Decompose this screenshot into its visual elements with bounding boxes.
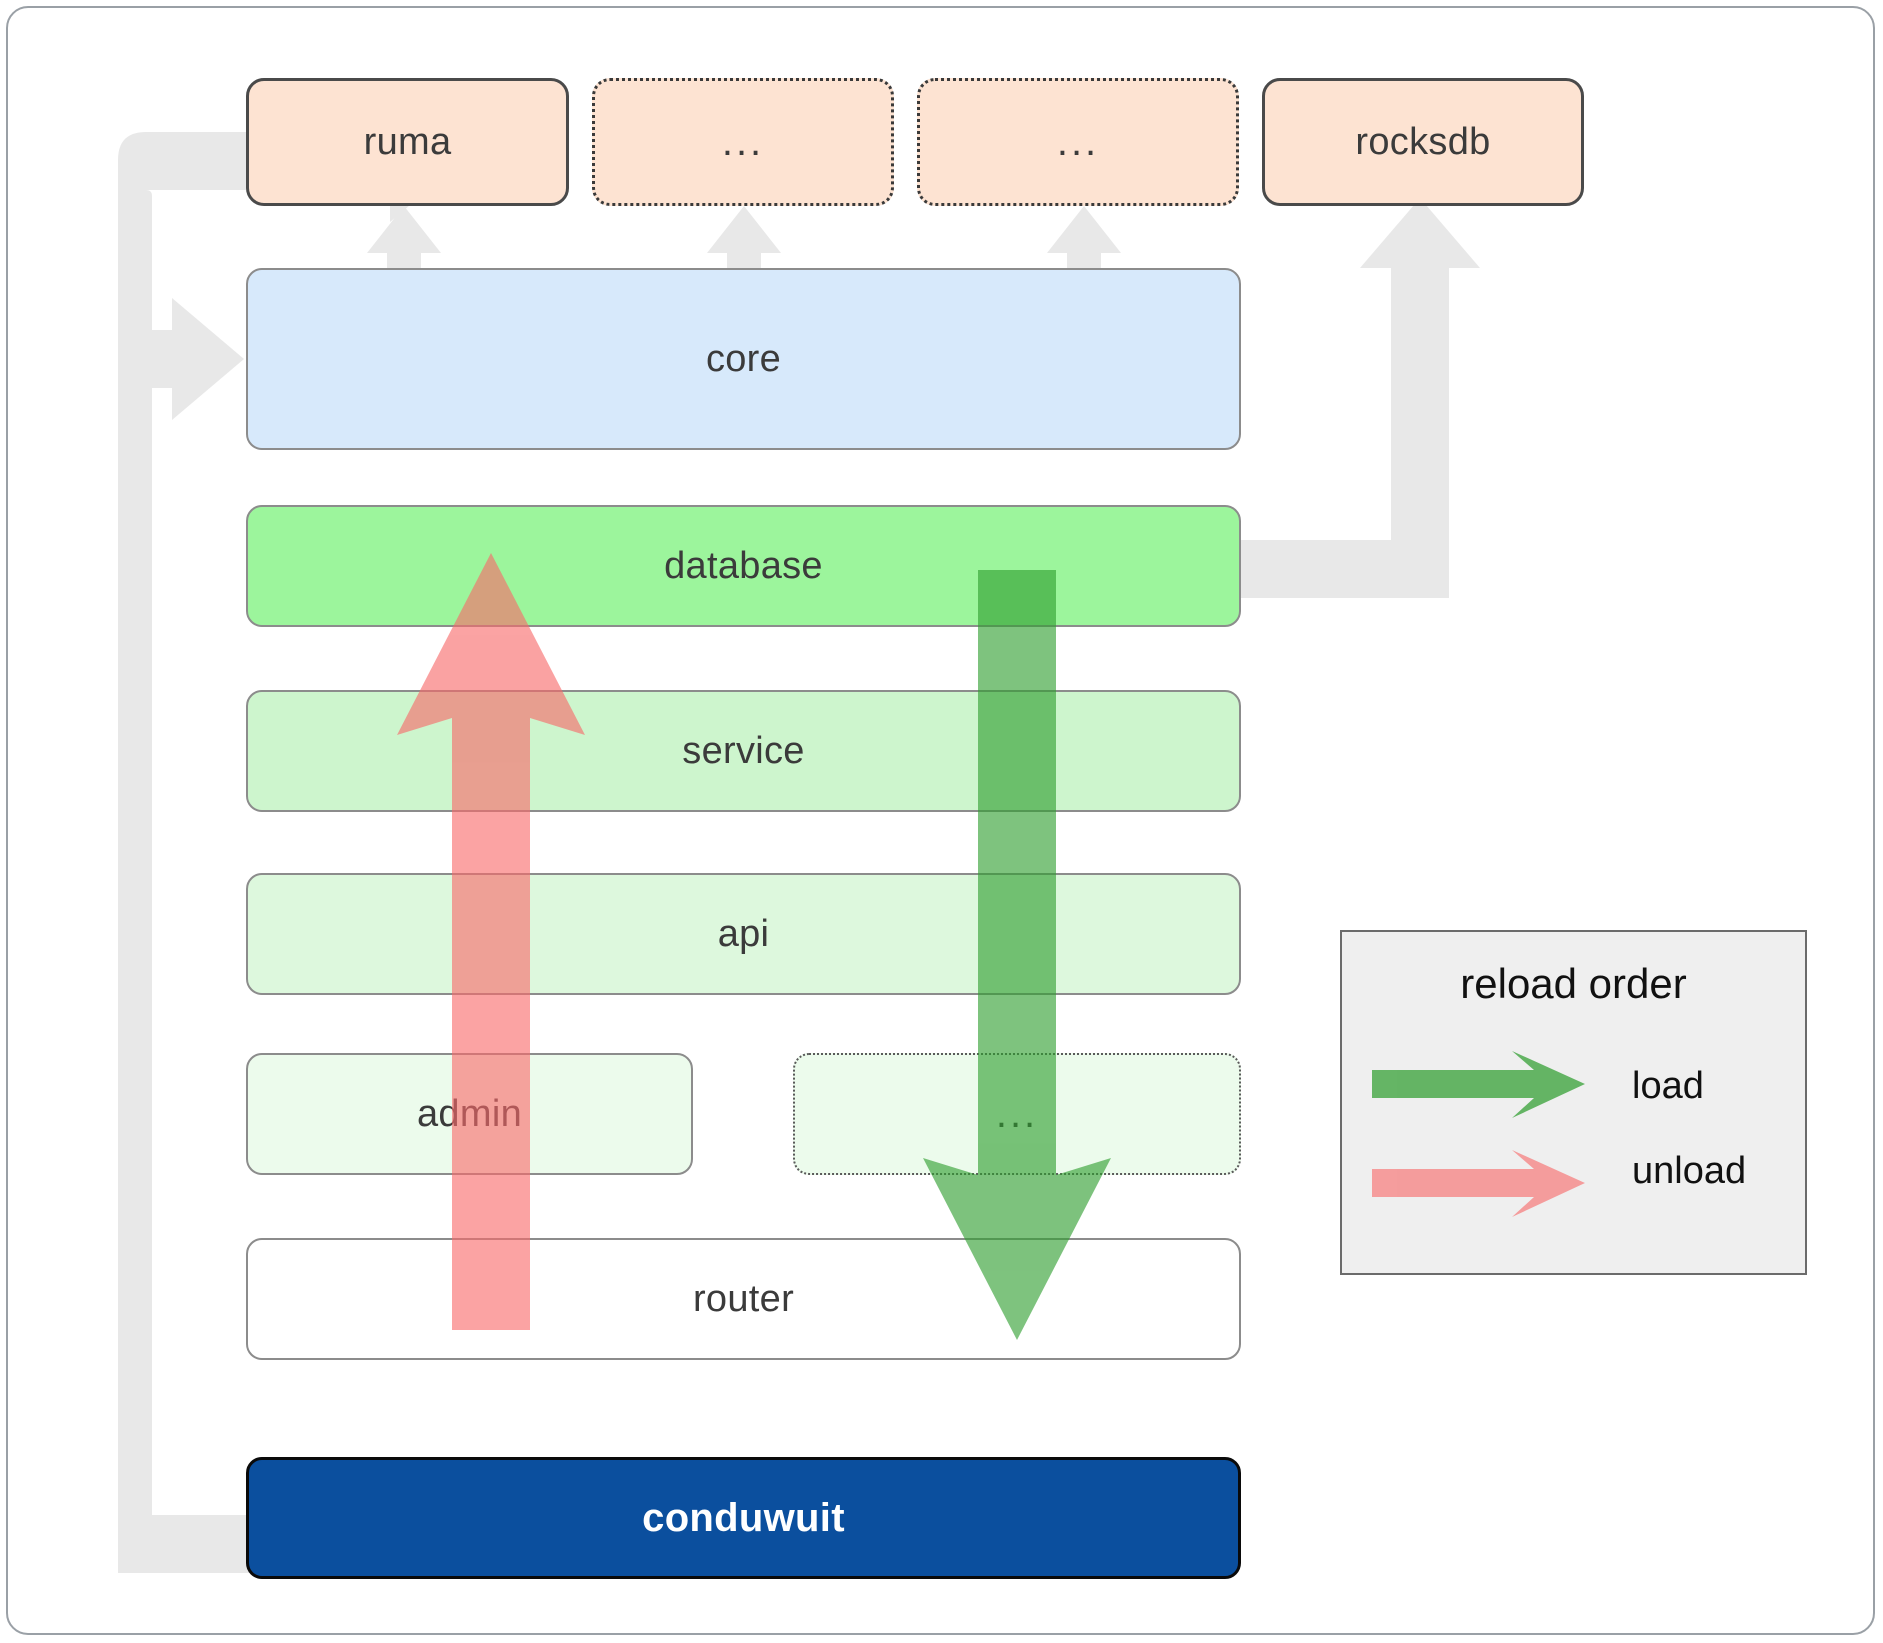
unload-arrow-shaft [452,650,530,1330]
load-arrow-down [923,570,1111,1340]
legend-unload-arrow [1372,1150,1585,1217]
load-arrow-head [923,1148,1111,1340]
connector-left-rail [118,132,160,1545]
legend-arrow-glyphs [1372,1051,1585,1217]
arrow-core-to-dots2 [1047,206,1121,268]
load-arrow-shaft [978,570,1056,1250]
connector-database-right-stub [1241,540,1420,598]
legend-label-load: load [1632,1065,1704,1107]
crate-box-core[interactable]: core [246,268,1241,450]
core-to-dependency-arrows [367,206,1121,268]
connector-arrow-to-core [152,298,244,420]
dependency-box-ellipsis-2[interactable]: ... [917,78,1239,206]
legend-label-unload: unload [1632,1150,1747,1192]
unload-arrow-head [397,553,585,745]
application-label-conduwuit: conduwuit [642,1495,845,1540]
crate-box-api[interactable]: api [246,873,1241,995]
connector-right-rail-corner [1391,540,1449,598]
application-box-conduwuit[interactable]: conduwuit [246,1457,1241,1579]
legend-panel: reload order load unload [1340,930,1807,1275]
arrow-core-to-ruma [367,206,441,268]
connector-left-rail-bottom [118,1515,152,1573]
legend-title: reload order [1460,960,1687,1007]
legend-load-arrow [1372,1051,1585,1118]
connector-right-rail-vertical [1391,240,1449,598]
crate-box-router[interactable]: router [246,1238,1241,1360]
dependency-box-ellipsis-1[interactable]: ... [592,78,894,206]
crate-box-database[interactable]: database [246,505,1241,627]
unload-arrow-up [397,553,585,1330]
arrow-core-to-dots1 [707,206,781,268]
connector-arrow-head-rocksdb [1360,198,1480,268]
